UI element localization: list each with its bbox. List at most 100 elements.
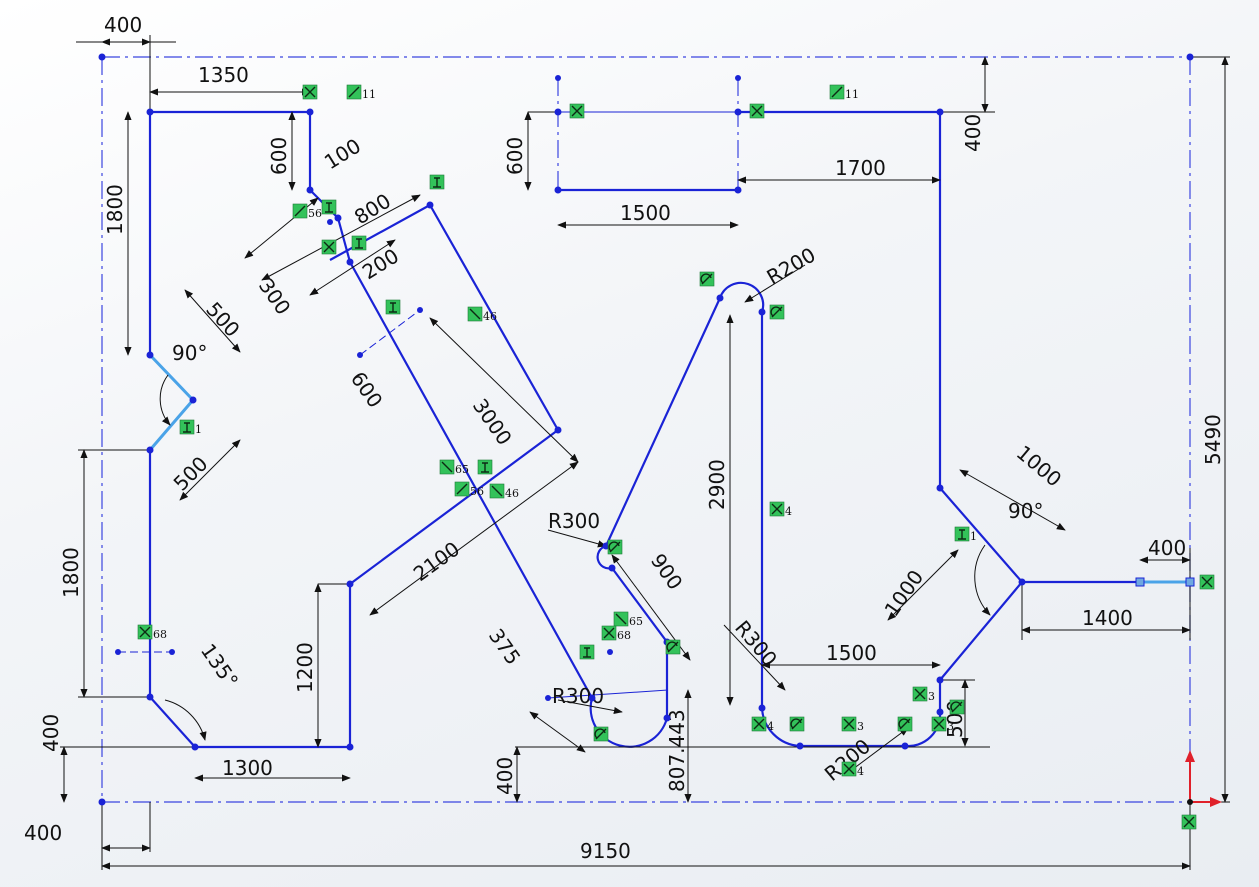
relation-count: 56 (308, 207, 322, 220)
dim-1000-b[interactable]: 1000 (879, 565, 928, 620)
relation-badge-perp-icon[interactable]: 1 (179, 419, 202, 436)
dim-90-b[interactable]: 90° (1008, 499, 1043, 523)
relation-badge-perp-icon[interactable] (321, 199, 337, 215)
relation-badge-tan-icon[interactable] (769, 304, 785, 320)
relation-count: 11 (362, 88, 376, 101)
dim-600-c[interactable]: 600 (503, 137, 527, 175)
dim-1350[interactable]: 1350 (198, 63, 249, 87)
relation-count: 46 (483, 310, 497, 323)
relation-badge-tan-icon[interactable] (949, 699, 965, 715)
relation-badge-tan-icon[interactable] (699, 271, 715, 287)
relation-badge-coin-icon[interactable] (321, 239, 337, 255)
relation-count: 1 (195, 423, 202, 436)
relation-badge-coin-icon[interactable]: 4 (751, 716, 774, 733)
dim-9150[interactable]: 9150 (580, 839, 631, 863)
dim-600-a[interactable]: 600 (267, 137, 291, 175)
relation-badge-perp-icon[interactable] (429, 174, 445, 190)
relation-badge-bslash-icon[interactable]: 46 (467, 306, 497, 323)
relation-badge-tan-icon[interactable] (593, 726, 609, 742)
dim-1500-mid[interactable]: 1500 (826, 641, 877, 665)
dim-1800-left[interactable]: 1800 (103, 184, 127, 235)
dim-500-a[interactable]: 500 (201, 297, 244, 341)
dim-90-a[interactable]: 90° (172, 341, 207, 365)
relation-badge-slash-icon[interactable]: 56 (292, 203, 322, 220)
dim-375[interactable]: 375 (484, 624, 526, 669)
relation-badge-coin-icon[interactable]: 68 (137, 624, 167, 641)
relation-badge-perp-icon[interactable]: 1 (954, 526, 977, 543)
relation-count: 65 (455, 463, 469, 476)
dim-900[interactable]: 900 (646, 549, 688, 594)
relation-badge-coin-icon[interactable] (749, 103, 765, 119)
relation-badge-perp-icon[interactable] (385, 299, 401, 315)
dim-807[interactable]: 807.443 (665, 709, 689, 792)
dim-1200[interactable]: 1200 (293, 642, 317, 693)
relation-count: 46 (505, 487, 519, 500)
dim-R300-a[interactable]: R300 (548, 509, 600, 533)
relation-badge-slash-icon[interactable]: 11 (829, 84, 859, 101)
relation-count: 4 (857, 765, 864, 778)
dim-1700[interactable]: 1700 (835, 156, 886, 180)
relation-count: 4 (785, 505, 792, 518)
dim-1800-b[interactable]: 1800 (59, 547, 83, 598)
relation-badge-bslash-icon[interactable]: 65 (439, 459, 469, 476)
relation-badge-tan-icon[interactable] (607, 539, 623, 555)
relation-badge-coin-icon[interactable]: 3 (912, 686, 935, 703)
dim-R200[interactable]: R200 (763, 243, 820, 290)
dim-3000[interactable]: 3000 (468, 394, 517, 449)
relation-badge-slash-icon[interactable]: 56 (454, 481, 484, 498)
relation-count: 3 (928, 690, 935, 703)
dim-135[interactable]: 135° (196, 639, 243, 692)
relation-badge-perp-icon[interactable] (351, 235, 367, 251)
relation-badge-coin-icon[interactable] (1181, 814, 1197, 830)
relation-badge-coin-icon[interactable]: 4 (769, 501, 792, 518)
dim-400-right[interactable]: 400 (961, 114, 985, 152)
dim-400-bot[interactable]: 400 (493, 757, 517, 795)
relation-badge-coin-icon[interactable] (302, 84, 318, 100)
relation-badge-coin-icon[interactable] (1199, 574, 1215, 590)
relation-badge-bslash-icon[interactable]: 46 (489, 483, 519, 500)
dim-2100[interactable]: 2100 (409, 537, 464, 586)
relation-badge-tan-icon[interactable] (897, 716, 913, 732)
endpoint-handles[interactable] (1135, 577, 1195, 587)
dim-400-mid[interactable]: 400 (1148, 536, 1186, 560)
construction-boundary[interactable] (101, 56, 1191, 803)
dim-400-left2[interactable]: 400 (39, 714, 63, 752)
dim-1000-a[interactable]: 1000 (1012, 440, 1066, 491)
relation-count: 56 (470, 485, 484, 498)
dim-R300-c[interactable]: R300 (730, 616, 782, 671)
relation-badge-coin-icon[interactable]: 3 (931, 716, 954, 733)
relation-count: 4 (767, 720, 774, 733)
dim-1300[interactable]: 1300 (222, 756, 273, 780)
dim-R300-b[interactable]: R300 (552, 684, 604, 708)
relation-count: 68 (617, 629, 631, 642)
relation-badge-coin-icon[interactable]: 4 (841, 761, 864, 778)
relation-badge-bslash-icon[interactable]: 65 (613, 611, 643, 628)
relation-badge-coin-icon[interactable] (569, 103, 585, 119)
relation-badge-coin-icon[interactable]: 3 (841, 716, 864, 733)
dim-5490[interactable]: 5490 (1201, 414, 1225, 465)
relation-badge-coin-icon[interactable]: 68 (601, 625, 631, 642)
relation-badge-perp-icon[interactable] (477, 459, 493, 475)
relation-count: 68 (153, 628, 167, 641)
dim-400-topleft[interactable]: 400 (104, 13, 142, 37)
sketch-vertices (98, 53, 1194, 806)
relation-badge-tan-icon[interactable] (665, 639, 681, 655)
origin-icon (1185, 750, 1222, 807)
relation-badge-perp-icon[interactable] (579, 644, 595, 660)
dim-1400[interactable]: 1400 (1082, 606, 1133, 630)
dim-1500-top[interactable]: 1500 (620, 201, 671, 225)
dim-100[interactable]: 100 (320, 134, 365, 175)
dim-500-b[interactable]: 500 (169, 452, 213, 496)
dim-400-bl[interactable]: 400 (24, 821, 62, 845)
relation-badge-tan-icon[interactable] (789, 716, 805, 732)
relation-count: 3 (947, 720, 954, 733)
dim-600-b[interactable]: 600 (346, 367, 388, 412)
dim-2900[interactable]: 2900 (705, 459, 729, 510)
relation-badge-slash-icon[interactable]: 11 (346, 84, 376, 101)
dim-800[interactable]: 800 (350, 189, 395, 230)
dim-300-a[interactable]: 300 (254, 274, 296, 319)
relation-count: 11 (845, 88, 859, 101)
dim-R200-b[interactable]: R200 (820, 734, 875, 786)
